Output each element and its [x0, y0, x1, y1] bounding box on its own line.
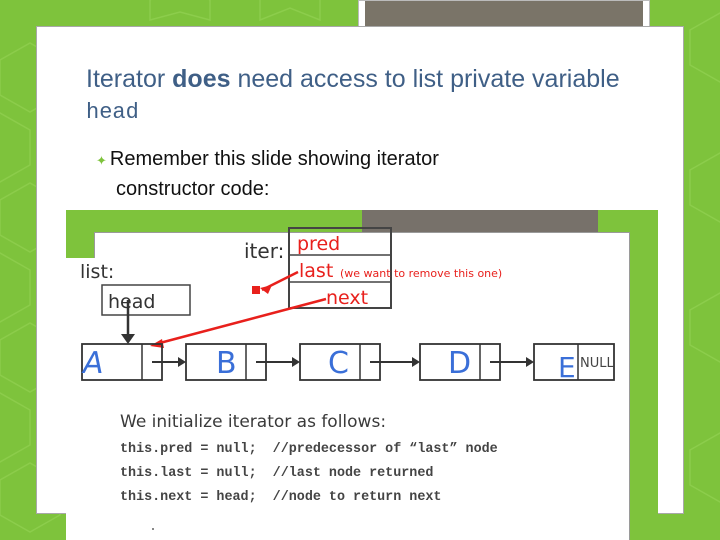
- code-line: this.pred = null; //predecessor of “last…: [120, 442, 498, 457]
- linked-list-diagram: iter: pred last (we want to remove this …: [80, 227, 615, 384]
- node-e: E NULL: [533, 343, 615, 384]
- node-links: [152, 357, 534, 367]
- embedded-photo-strip: [362, 210, 598, 232]
- field-last-note: (we want to remove this one): [340, 267, 502, 280]
- title-code-word: head: [86, 100, 139, 125]
- head-label: head: [108, 291, 155, 313]
- embedded-left-card: [66, 258, 152, 540]
- svg-text:D: D: [448, 346, 471, 381]
- last-arrow-head: [260, 285, 272, 294]
- slide-title: Iterator does need access to list privat…: [86, 64, 646, 128]
- bullet-line-1: Remember this slide showing iterator: [109, 148, 439, 170]
- stray-dot: [152, 528, 154, 530]
- field-last: last: [299, 260, 333, 282]
- node-b: B: [185, 343, 267, 381]
- svg-text:C: C: [328, 346, 349, 381]
- title-bold-word: does: [172, 65, 231, 93]
- node-c: C: [299, 343, 381, 381]
- field-pred: pred: [297, 233, 340, 255]
- embedded-slide-image: iter: pred last (we want to remove this …: [66, 210, 658, 540]
- svg-text:A: A: [80, 346, 107, 381]
- bullet-item: ✦Remember this slide showing iterator co…: [96, 145, 616, 203]
- svg-text:E: E: [558, 351, 576, 384]
- list-label: list:: [80, 261, 114, 283]
- bullet-line-2: constructor code:: [116, 178, 270, 200]
- code-block: We initialize iterator as follows: this.…: [120, 412, 600, 510]
- null-label: NULL: [580, 356, 614, 371]
- code-line: this.next = head; //node to return next: [120, 490, 442, 505]
- code-title: We initialize iterator as follows:: [120, 412, 387, 432]
- iter-label: iter:: [244, 239, 284, 263]
- head-box: [101, 284, 191, 316]
- node-a: A: [80, 343, 163, 381]
- node-d: D: [419, 343, 501, 381]
- iterator-box: [288, 227, 392, 309]
- bullet-icon: ✦: [96, 153, 107, 168]
- field-next: next: [326, 287, 368, 309]
- head-arrow: [121, 334, 135, 344]
- title-text-1: Iterator: [86, 65, 173, 93]
- svg-text:B: B: [216, 346, 237, 381]
- title-text-2: need access to list private variable: [230, 65, 620, 93]
- code-line: this.last = null; //last node returned: [120, 466, 434, 481]
- embedded-paper: [94, 232, 630, 540]
